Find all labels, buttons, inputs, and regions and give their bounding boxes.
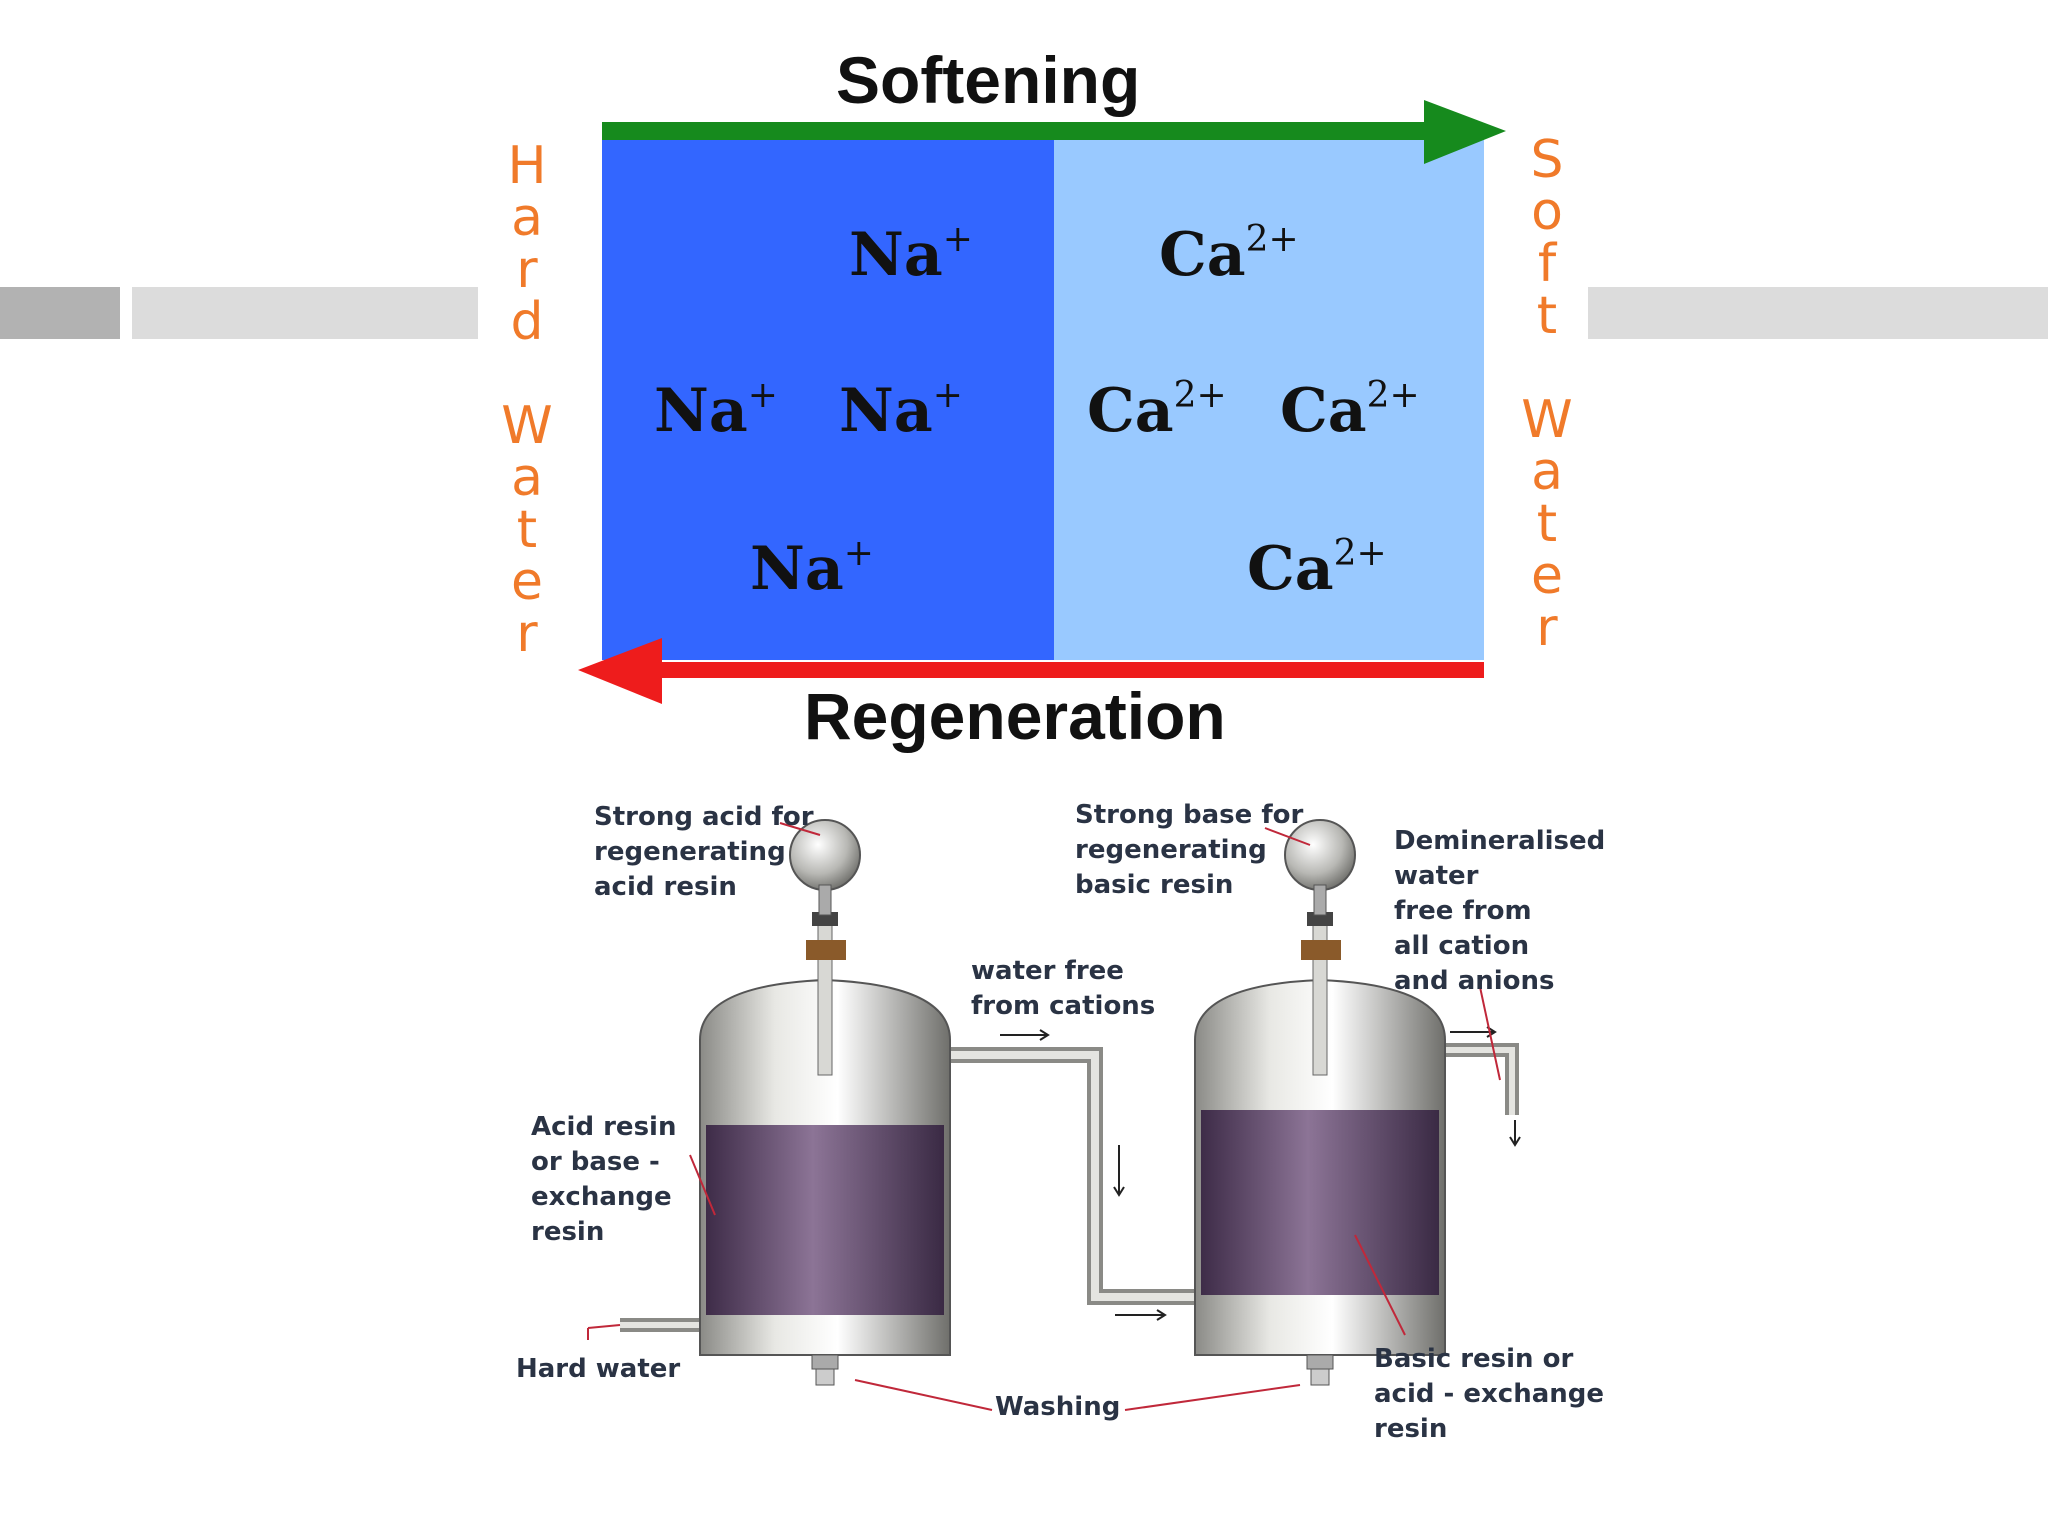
demineralised-water-label: Demineralised water free from all cation… xyxy=(1394,826,1606,996)
flow-arrows xyxy=(1000,1026,1521,1321)
calcium-zone: Ca2+ Ca2+ Ca2+ Ca2+ xyxy=(1054,138,1484,660)
ion-exchange-box: Na+ Na+ Na+ Na+ Ca2+ Ca2+ Ca2+ Ca2+ xyxy=(602,138,1484,660)
hard-water-label: H a r d W a t e r xyxy=(501,136,553,664)
softening-diagram: Softening Na+ Na+ Na+ Na+ Ca2+ Ca2+ Ca2+… xyxy=(0,0,2048,760)
sodium-ion: Na+ xyxy=(750,533,874,604)
slide-deco-bar xyxy=(1588,287,2048,339)
resin-bed xyxy=(706,1125,944,1315)
slide-deco-bar xyxy=(132,287,478,339)
regeneration-arrow xyxy=(578,638,1484,704)
label-pointers xyxy=(587,822,1501,1411)
sodium-zone: Na+ Na+ Na+ Na+ xyxy=(602,138,1054,660)
soft-water-label: S o f t W a t e r xyxy=(1521,130,1573,658)
sodium-ion: Na+ xyxy=(849,219,973,290)
softening-arrow xyxy=(602,100,1506,164)
outlet-pipe xyxy=(1445,1043,1519,1115)
acid-resin-label: Acid resin or base - exchange resin xyxy=(531,1112,677,1247)
connecting-pipe xyxy=(950,1047,1200,1305)
regeneration-title: Regeneration xyxy=(804,679,1226,753)
water-free-from-cations-label: water free from cations xyxy=(971,956,1156,1021)
washing-label: Washing xyxy=(995,1392,1121,1422)
basic-resin-label: Basic resin or acid - exchange resin xyxy=(1374,1344,1605,1444)
calcium-ion: Ca2+ xyxy=(1280,375,1420,446)
resin-bed xyxy=(1201,1110,1439,1295)
strong-base-label: Strong base for regenerating basic resin xyxy=(1075,800,1304,900)
calcium-ion: Ca2+ xyxy=(1087,375,1227,446)
calcium-ion: Ca2+ xyxy=(1159,219,1299,290)
sodium-ion: Na+ xyxy=(654,375,778,446)
sodium-ion: Na+ xyxy=(839,375,963,446)
flow-arrows xyxy=(578,100,1506,704)
acid-resin-column xyxy=(699,819,951,1386)
strong-acid-label: Strong acid for regenerating acid resin xyxy=(594,802,814,902)
hard-water-inlet-label: Hard water xyxy=(516,1354,681,1384)
basic-resin-column xyxy=(1194,819,1446,1386)
calcium-ion: Ca2+ xyxy=(1247,533,1387,604)
demineralisation-apparatus xyxy=(587,819,1521,1411)
slide-deco-bar xyxy=(0,287,120,339)
softening-title: Softening xyxy=(836,43,1141,117)
